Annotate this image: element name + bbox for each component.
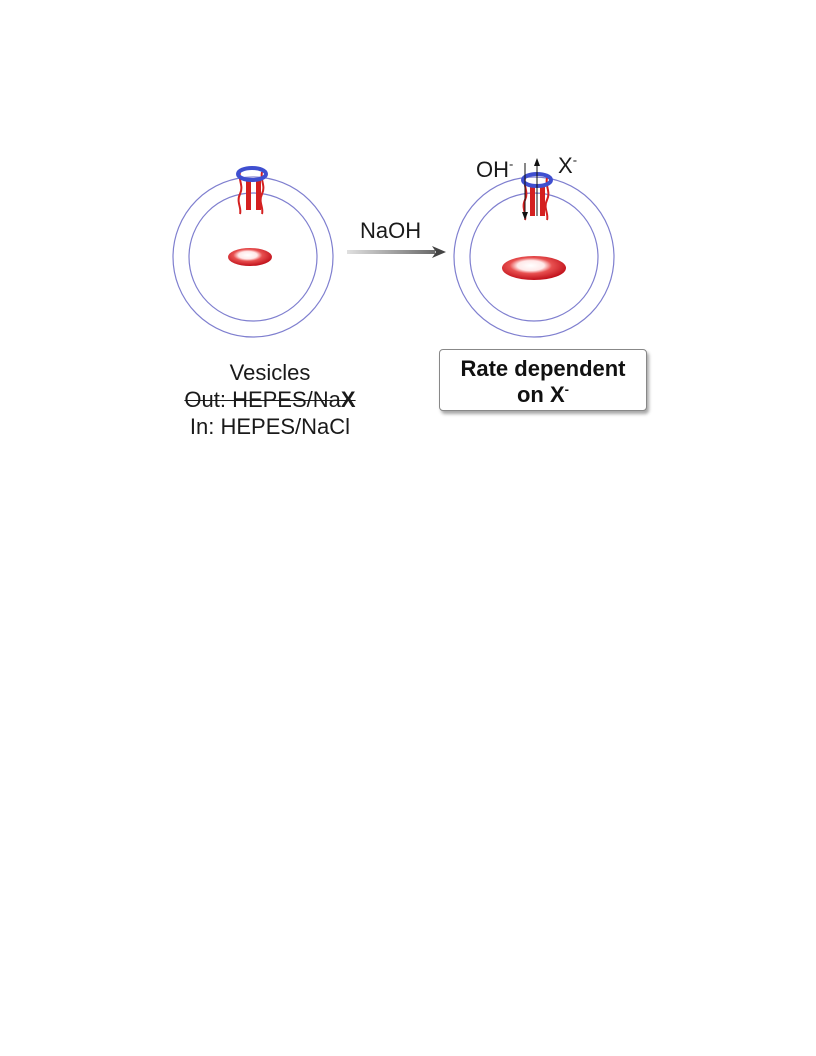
result-line-2-charge: - — [564, 381, 569, 397]
right-dye-spot — [502, 256, 566, 280]
hydroxide-charge: - — [509, 156, 514, 172]
left-transporter — [236, 166, 268, 215]
hydroxide-label: OH- — [476, 157, 513, 183]
left-dye-spot — [228, 248, 272, 266]
left-inner-membrane — [188, 192, 318, 322]
anion-symbol: X — [558, 153, 573, 178]
anion-charge: - — [572, 152, 578, 168]
right-vesicle — [453, 158, 615, 338]
left-outer-membrane — [172, 176, 334, 338]
caption-out-anion: X — [340, 387, 356, 412]
vesicle-caption-title: Vesicles — [229, 360, 311, 385]
right-outer-membrane — [453, 176, 615, 338]
reaction-arrow — [347, 246, 446, 258]
caption-out-prefix: Out: HEPES/Na — [184, 387, 341, 412]
result-line-2: on X- — [440, 382, 646, 408]
left-vesicle — [172, 166, 334, 338]
vesicle-caption-in: In: HEPES/NaCl — [189, 414, 351, 439]
vesicle-caption-out: Out: HEPES/NaX — [140, 387, 400, 413]
anion-label: X- — [558, 153, 577, 179]
right-transporter — [521, 158, 553, 221]
reagent-label: NaOH — [360, 218, 422, 243]
left-macrocycle-ring — [236, 166, 268, 182]
result-line-1: Rate dependent — [460, 356, 626, 381]
result-box: Rate dependent on X- — [439, 349, 647, 411]
hydroxide-symbol: OH — [476, 157, 509, 182]
result-line-2-text: on X — [516, 382, 565, 407]
